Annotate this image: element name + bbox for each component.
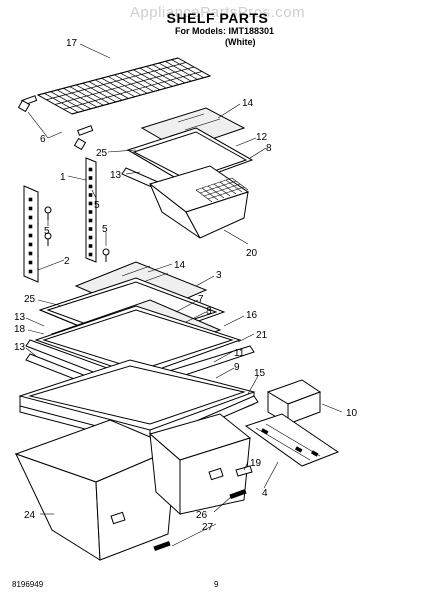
- callout-20: 20: [246, 248, 258, 259]
- color-variant: (White): [225, 37, 256, 47]
- callout-13: 13: [14, 312, 26, 323]
- drawer-cover-part-4: [244, 413, 340, 467]
- callout-13: 13: [110, 170, 122, 181]
- wire-shelf-part-17: [21, 57, 212, 136]
- callout-9: 9: [234, 362, 240, 373]
- callout-7: 7: [198, 294, 204, 305]
- callout-19: 19: [250, 458, 262, 469]
- callout-12: 12: [256, 132, 268, 143]
- callout-17: 17: [66, 38, 78, 49]
- hardware-part-26: [229, 488, 247, 500]
- callout-5: 5: [94, 200, 100, 211]
- callout-14: 14: [242, 98, 254, 109]
- callout-16: 16: [246, 310, 258, 321]
- callout-8: 8: [206, 306, 212, 317]
- callout-14: 14: [174, 260, 186, 271]
- callout-2: 2: [64, 256, 70, 267]
- document-number: 8196949: [12, 580, 44, 589]
- hardware-part-27: [153, 540, 171, 552]
- callout-18: 18: [14, 324, 26, 335]
- callout-8: 8: [266, 143, 272, 154]
- leader-lines: [25, 43, 343, 547]
- callout-21: 21: [256, 330, 268, 341]
- page-title: SHELF PARTS: [166, 10, 269, 26]
- vertical-rail-part-2: [23, 185, 39, 283]
- callout-1: 1: [60, 172, 66, 183]
- callout-3: 3: [216, 270, 222, 281]
- callout-4: 4: [262, 488, 268, 499]
- callout-13: 13: [14, 342, 26, 353]
- callout-10: 10: [346, 408, 358, 419]
- shelf-frame-part-12: [126, 127, 254, 185]
- callout-24: 24: [24, 510, 36, 521]
- callout-6: 6: [40, 134, 46, 145]
- deli-drawer-part-20: [148, 165, 250, 239]
- shelf-frame-part-16: [34, 305, 242, 377]
- page-number: 9: [214, 580, 219, 589]
- shelf-clip-part-6: [17, 99, 87, 151]
- callout-25: 25: [24, 294, 36, 305]
- crisper-drawer-right: [148, 413, 252, 516]
- model-number: For Models: IMT188301: [175, 26, 275, 36]
- callout-26: 26: [196, 510, 208, 521]
- site-watermark: AppliancePartsPros.com: [129, 4, 306, 21]
- callout-labels: 17 6 14 12 25 8 13 20 1 5 5 5 2 14 3 25 …: [14, 38, 358, 533]
- callout-11: 11: [234, 348, 245, 359]
- callout-15: 15: [254, 368, 266, 379]
- vertical-rail-part-1: [85, 157, 97, 263]
- callout-5: 5: [44, 226, 50, 237]
- callout-27: 27: [202, 522, 214, 533]
- screw-part-5: [44, 206, 110, 262]
- callout-5: 5: [102, 224, 108, 235]
- callout-25: 25: [96, 148, 108, 159]
